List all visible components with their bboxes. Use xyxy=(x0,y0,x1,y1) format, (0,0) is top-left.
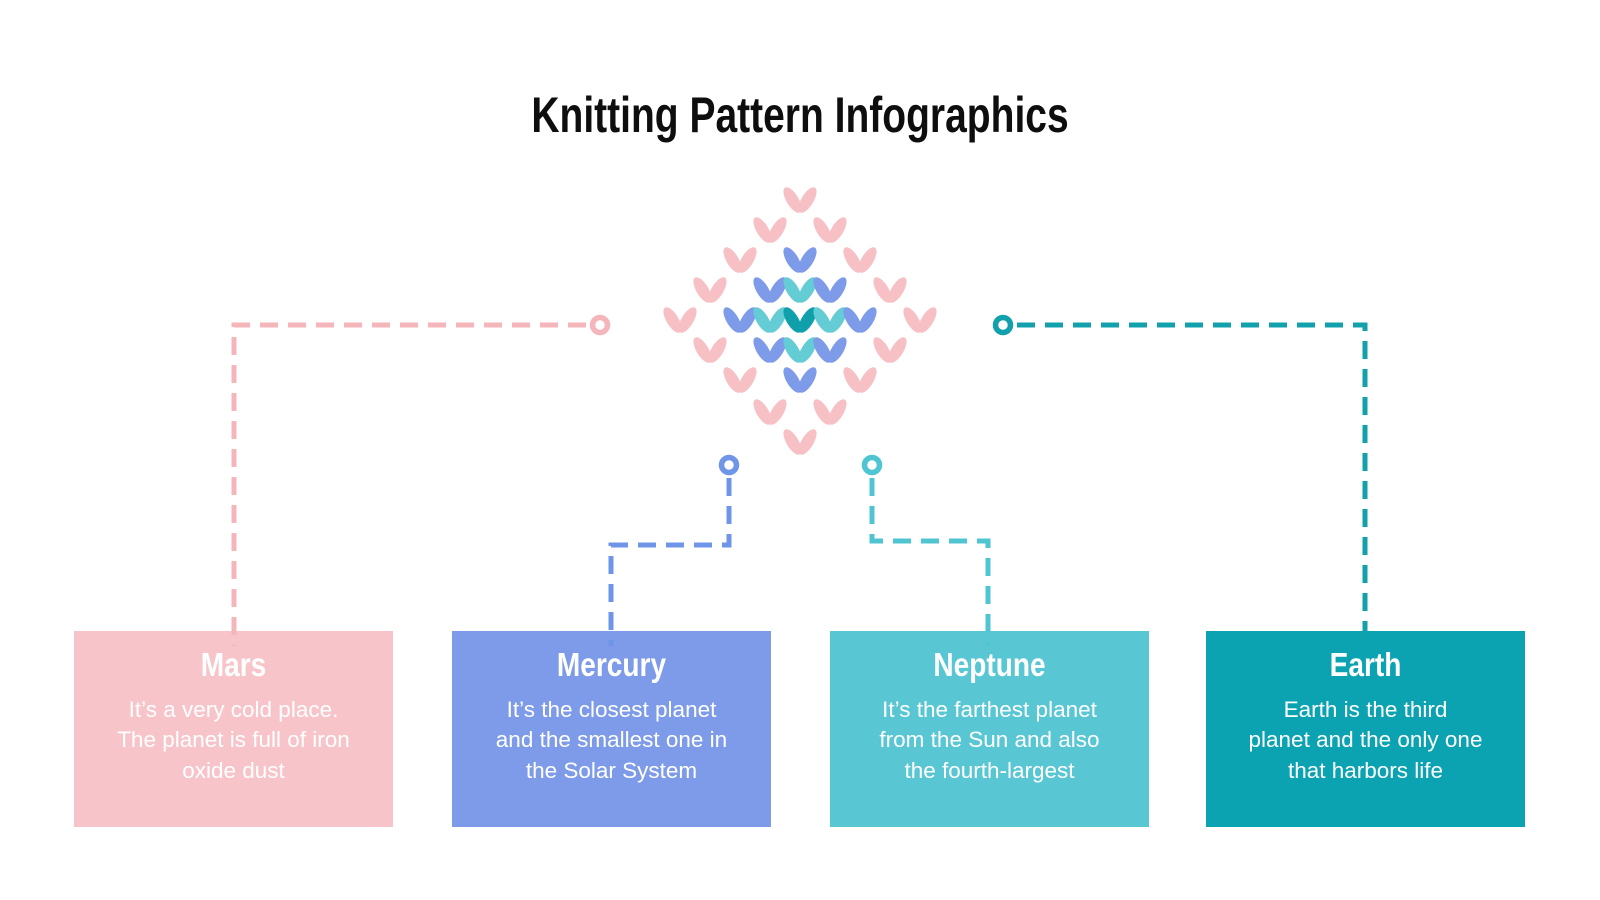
card-earth: Earth Earth is the third planet and the … xyxy=(1206,631,1525,827)
connector-node-earth xyxy=(992,314,1014,336)
knit-stitch xyxy=(753,399,787,425)
connector-line-earth xyxy=(1017,322,1368,646)
card-earth-title: Earth xyxy=(1329,646,1402,683)
knit-stitch xyxy=(873,337,907,363)
card-mars: Mars It’s a very cold place. The planet … xyxy=(74,631,393,827)
knit-stitch xyxy=(783,337,817,363)
connector-line-neptune xyxy=(869,478,991,646)
card-mercury: Mercury It’s the closest planet and the … xyxy=(452,631,771,827)
card-mercury-body: It’s the closest planet and the smallest… xyxy=(495,697,728,783)
connector-node-neptune xyxy=(861,454,883,476)
knit-stitch xyxy=(813,307,847,333)
knit-stitch xyxy=(753,217,787,243)
knit-stitch xyxy=(813,337,847,363)
knit-stitch xyxy=(783,277,817,303)
knit-stitch xyxy=(693,337,727,363)
knit-stitch xyxy=(783,247,817,273)
knit-stitch xyxy=(843,247,877,273)
card-mercury-title: Mercury xyxy=(556,646,667,683)
page-title: Knitting Pattern Infographics xyxy=(531,87,1069,143)
knit-stitch xyxy=(783,307,817,333)
card-neptune-body: It’s the farthest planet from the Sun an… xyxy=(879,697,1100,783)
card-mars-body: It’s a very cold place. The planet is fu… xyxy=(117,697,350,783)
knit-stitch xyxy=(813,277,847,303)
card-earth-body: Earth is the third planet and the only o… xyxy=(1248,697,1483,783)
knit-stitch xyxy=(813,399,847,425)
knit-stitch xyxy=(753,307,787,333)
connector-line-mars xyxy=(231,322,586,646)
knit-stitch xyxy=(813,217,847,243)
knit-stitch xyxy=(663,307,697,333)
knit-stitch xyxy=(723,307,757,333)
knit-stitch xyxy=(693,277,727,303)
card-mars-title: Mars xyxy=(200,646,267,683)
knit-stitch xyxy=(783,187,817,213)
knit-stitch xyxy=(873,277,907,303)
knit-stitch xyxy=(723,367,757,393)
connector-node-mercury xyxy=(718,454,740,476)
knit-stitch xyxy=(843,367,877,393)
knit-stitch xyxy=(723,247,757,273)
knit-stitch-field xyxy=(663,187,937,455)
card-neptune-title: Neptune xyxy=(933,646,1046,683)
knit-stitch xyxy=(783,429,817,455)
knit-stitch xyxy=(753,277,787,303)
knit-stitch xyxy=(843,307,877,333)
knit-stitch xyxy=(903,307,937,333)
connector-node-mars xyxy=(589,314,611,336)
knit-stitch xyxy=(753,337,787,363)
knit-stitch xyxy=(783,367,817,393)
card-neptune: Neptune It’s the farthest planet from th… xyxy=(830,631,1149,827)
connector-line-mercury xyxy=(608,478,732,646)
